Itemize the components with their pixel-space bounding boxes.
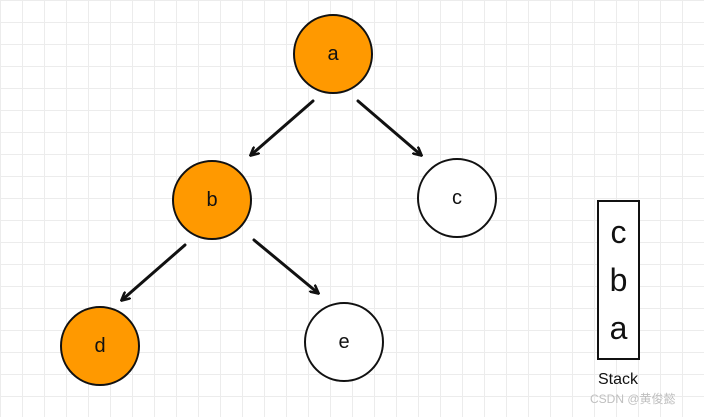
node-c-label: c	[452, 186, 462, 209]
node-e-label: e	[338, 330, 350, 353]
edge-a-b	[251, 99, 315, 155]
node-b-label: b	[206, 188, 218, 211]
node-c: c	[417, 158, 497, 238]
node-b: b	[172, 160, 252, 240]
stack-item-top: c	[610, 214, 627, 250]
edge-b-e	[252, 238, 318, 293]
stack-box: c b a	[597, 200, 640, 360]
node-d: d	[60, 306, 140, 386]
node-d-label: d	[94, 334, 106, 357]
stack-item-bottom: a	[609, 310, 628, 346]
stack-label: Stack	[598, 371, 639, 388]
node-a-label: a	[327, 42, 339, 65]
edge-b-d	[122, 243, 187, 300]
watermark: CSDN @黄俊懿	[590, 392, 676, 406]
stack-item-middle: b	[609, 262, 628, 298]
edge-a-c	[356, 99, 421, 155]
node-a: a	[293, 14, 373, 94]
node-e: e	[304, 302, 384, 382]
